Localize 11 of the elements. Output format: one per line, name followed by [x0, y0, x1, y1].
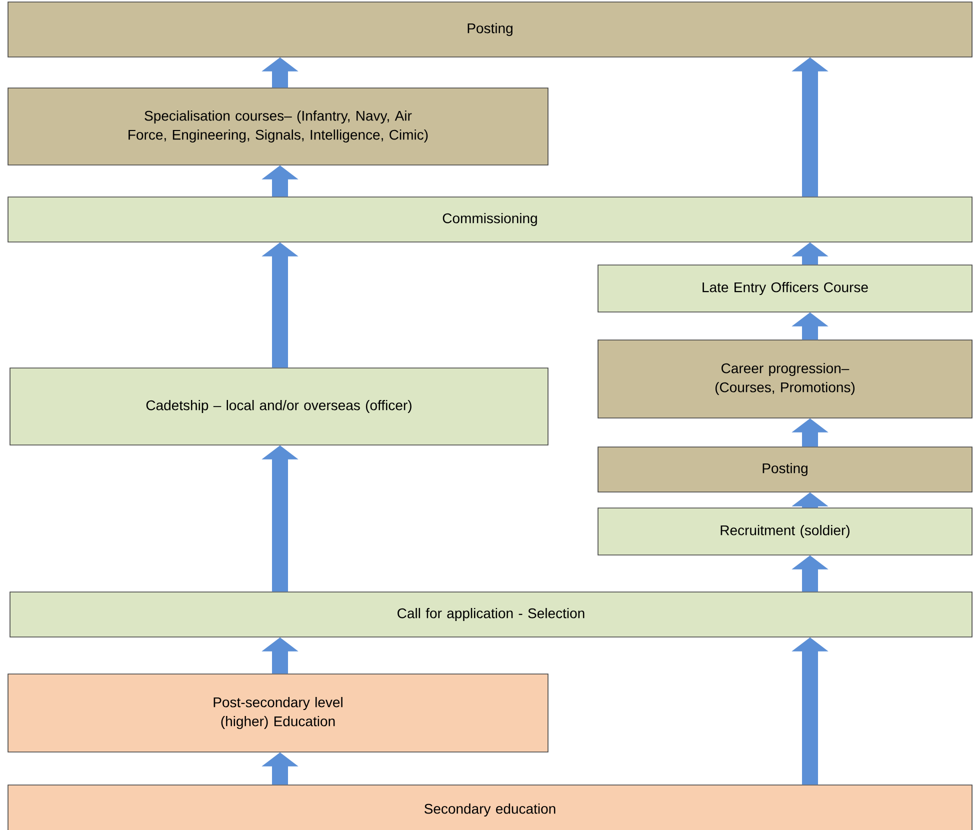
process-box: Posting: [8, 2, 972, 58]
process-box: Specialisation courses– (Infantry, Navy, Air Force, Engineering, Signals, Intelligence, Cimic): [8, 88, 548, 166]
process-box: Commissioning: [8, 196, 972, 242]
process-box: Secondary education: [8, 784, 972, 830]
process-box: Call for application - Selection: [10, 592, 972, 638]
process-box: Cadetship – local and/or overseas (officer): [10, 368, 548, 446]
process-box: Posting: [598, 446, 972, 492]
process-box: Recruitment (soldier): [598, 508, 972, 556]
process-box: Career progression– (Courses, Promotions): [598, 340, 972, 418]
process-box: Post-secondary level (higher) Education: [8, 674, 548, 752]
process-box: Late Entry Officers Course: [598, 264, 972, 312]
